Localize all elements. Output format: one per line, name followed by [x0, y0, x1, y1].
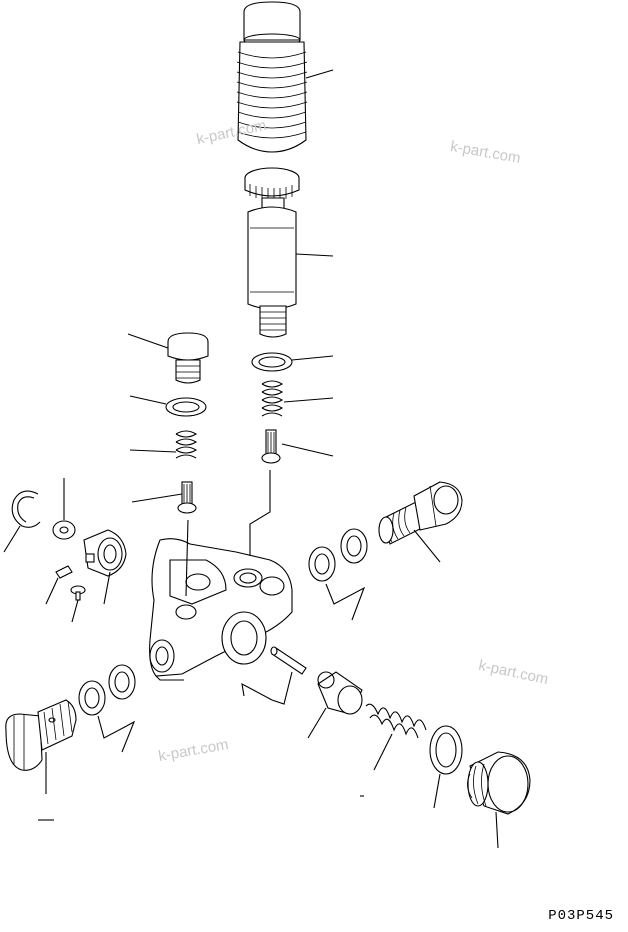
- snap-ring: [11, 490, 41, 528]
- leader-line: [305, 69, 334, 79]
- valve-upper-right: [261, 429, 281, 464]
- rubber-boot: [236, 1, 308, 153]
- valve-upper-left: [177, 481, 197, 514]
- leader-line: [185, 519, 189, 597]
- leader-line: [291, 355, 334, 361]
- leader-line: [495, 811, 499, 849]
- plug-upper-left: [167, 332, 209, 384]
- gasket-lower-right: [429, 725, 463, 775]
- leader-line: [129, 395, 167, 405]
- banjo-bolt-right: [378, 481, 463, 545]
- gasket-pair-right: [308, 528, 368, 582]
- gasket-pair-left: [78, 664, 136, 716]
- screw-small: [70, 585, 86, 601]
- pin-small: [55, 565, 73, 579]
- plug-lower-right: [467, 751, 531, 815]
- leader-line: [45, 577, 59, 605]
- leader-line: [325, 583, 366, 621]
- banjo-bolt-left: [5, 699, 77, 771]
- gasket-upper-left: [165, 397, 207, 417]
- leader-line: [295, 253, 334, 257]
- gasket-upper-right: [251, 352, 293, 372]
- drawing-code: P03P545: [548, 908, 614, 924]
- leader-line: [97, 715, 136, 753]
- leader-line: [129, 449, 177, 453]
- priming-pump-plunger: [244, 167, 300, 338]
- leader-line: [413, 529, 441, 563]
- leader-line: [373, 733, 393, 771]
- leader-line: [3, 525, 21, 553]
- leader-line: [307, 707, 327, 739]
- leader-line: [433, 773, 441, 809]
- piston-sleeve: [317, 671, 363, 715]
- leader-line: [249, 470, 271, 556]
- leader-line: [71, 599, 79, 623]
- spring-upper-right: [261, 380, 284, 417]
- leader-line: [283, 397, 334, 403]
- cap-small: [83, 529, 127, 577]
- pin-center: [270, 646, 307, 675]
- spring-lower: [365, 703, 427, 739]
- nut-small: [52, 520, 76, 540]
- spring-upper-left: [175, 430, 198, 459]
- leader-line: [131, 493, 183, 503]
- pump-body: [149, 538, 293, 681]
- leader-line: [241, 671, 293, 705]
- leader-line: [281, 443, 334, 457]
- leader-line: [103, 571, 111, 605]
- leader-line: [127, 333, 169, 349]
